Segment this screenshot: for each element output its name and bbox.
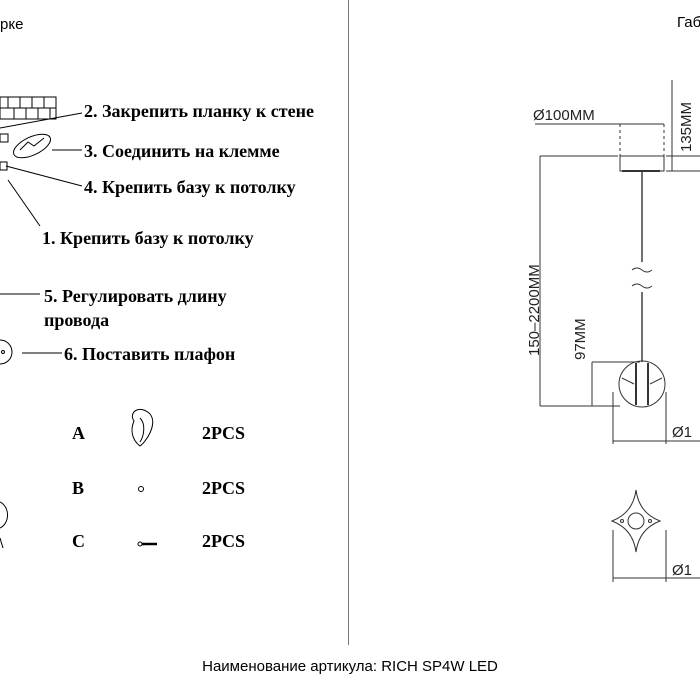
leader-step-2: [0, 112, 83, 129]
part-c-icon: [137, 541, 157, 547]
canopy: [619, 155, 665, 172]
part-b-qty: 2PCS: [202, 478, 246, 498]
article-name: Наименование артикула: RICH SP4W LED: [202, 658, 498, 675]
leader-step-4: [5, 165, 83, 187]
wall-bracket-illustration: [0, 96, 57, 120]
canopy-height-label: 135MM: [678, 101, 695, 152]
section-divider: [348, 0, 349, 645]
part-a-letter: A: [72, 423, 85, 443]
part-a-qty: 2PCS: [202, 423, 246, 443]
shade-side-illustration: [0, 339, 13, 365]
shade-diameter-label: Ø1: [672, 424, 693, 441]
step-5-label: 5. Регулировать длину: [44, 286, 227, 306]
partial-shade-illustration: [0, 501, 8, 529]
step-3-label: 3. Соединить на клемме: [84, 141, 280, 161]
step-6-label: 6. Поставить плафон: [64, 344, 236, 364]
shade-height-label: 97MM: [572, 318, 589, 360]
part-a-icon: [131, 408, 154, 447]
part-c-qty: 2PCS: [202, 531, 246, 551]
canopy-diameter-label: Ø100MM: [533, 107, 595, 124]
break-mark: [631, 267, 653, 289]
top-view-diameter-label: Ø1: [672, 562, 693, 579]
step-2-label: 2. Закрепить планку к стене: [84, 101, 314, 121]
terminal-illustration: [0, 133, 52, 159]
step-4-label: 4. Крепить базу к потолку: [84, 177, 296, 197]
part-b-icon: [138, 486, 144, 492]
leader-step-1: [7, 179, 41, 227]
cable-length-label: 150–2200MM: [526, 264, 543, 356]
step-1-label: 1. Крепить базу к потолку: [42, 228, 254, 248]
part-b-letter: B: [72, 478, 85, 498]
right-section-header: Габ: [677, 14, 700, 31]
shade-side-view: [618, 360, 666, 408]
part-c-letter: C: [72, 531, 85, 551]
left-section-header: рке: [0, 16, 24, 33]
shade-top-view: [610, 489, 662, 553]
step-5-label-cont: провода: [44, 310, 110, 330]
